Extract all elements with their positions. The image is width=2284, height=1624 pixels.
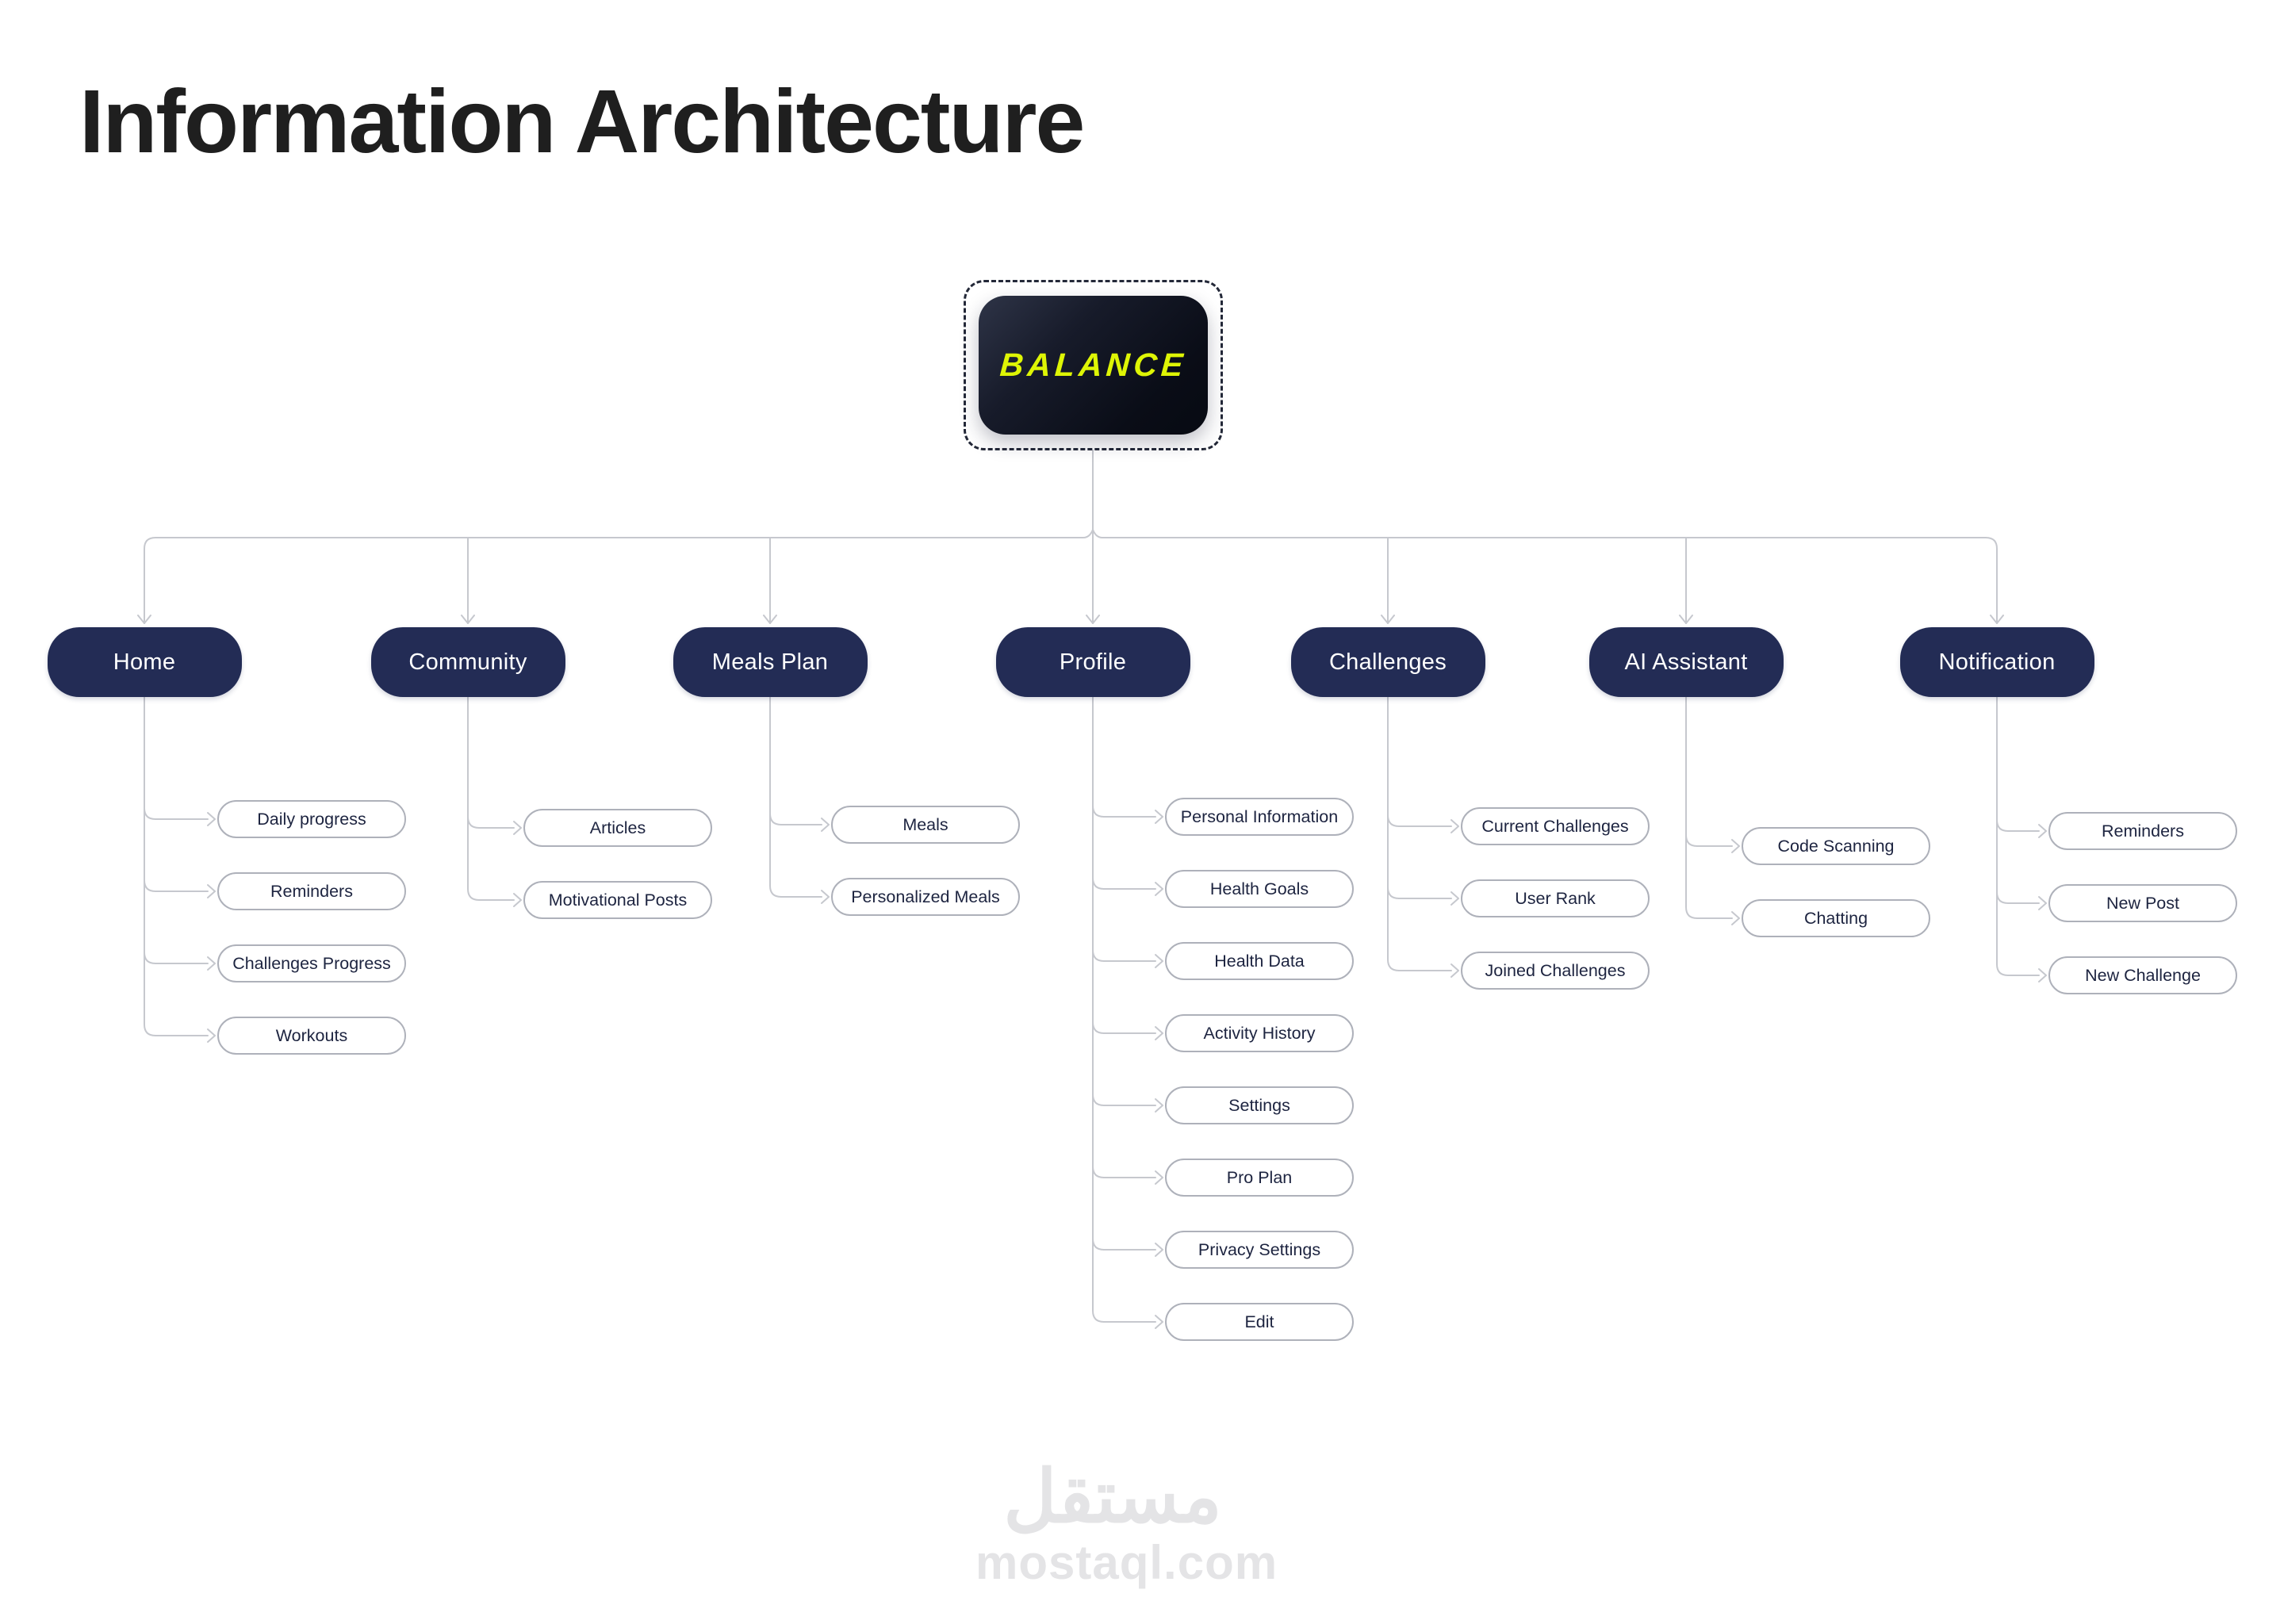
- leaf-node-label: Motivational Posts: [548, 890, 688, 910]
- watermark-domain: mostaql.com: [975, 1536, 1278, 1590]
- leaf-node-notification-new-challenge[interactable]: New Challenge: [2048, 956, 2237, 994]
- leaf-node-challenges-joined-challenges[interactable]: Joined Challenges: [1461, 952, 1650, 990]
- page-title: Information Architecture: [79, 71, 1085, 171]
- nav-node-meals-plan[interactable]: Meals Plan: [673, 627, 868, 697]
- leaf-node-home-reminders[interactable]: Reminders: [217, 872, 406, 910]
- nav-node-community[interactable]: Community: [370, 627, 565, 697]
- watermark-arabic: مستقل: [1003, 1457, 1222, 1538]
- leaf-node-label: Daily progress: [257, 809, 366, 829]
- leaf-node-challenges-user-rank[interactable]: User Rank: [1461, 879, 1650, 917]
- nav-node-label: Profile: [1059, 649, 1127, 675]
- app-logo[interactable]: BALANCE: [979, 296, 1208, 435]
- leaf-node-label: Personal Information: [1180, 806, 1339, 826]
- leaf-node-community-motivational-posts[interactable]: Motivational Posts: [523, 881, 712, 919]
- leaf-node-label: New Challenge: [2085, 965, 2201, 985]
- connector-path: [144, 450, 2040, 1323]
- leaf-node-home-workouts[interactable]: Workouts: [217, 1017, 406, 1055]
- leaf-node-label: Articles: [589, 818, 646, 837]
- leaf-node-label: Activity History: [1203, 1023, 1316, 1043]
- leaf-node-challenges-current-challenges[interactable]: Current Challenges: [1461, 807, 1650, 845]
- leaf-node-label: Workouts: [275, 1025, 348, 1045]
- nav-node-home[interactable]: Home: [47, 627, 242, 697]
- leaf-node-profile-health-data[interactable]: Health Data: [1165, 942, 1354, 980]
- leaf-node-label: Current Challenges: [1481, 816, 1629, 836]
- leaf-node-label: User Rank: [1515, 888, 1596, 908]
- logo-frame: BALANCE: [964, 280, 1223, 450]
- leaf-node-label: Joined Challenges: [1485, 960, 1626, 980]
- nav-node-label: Notification: [1938, 649, 2056, 675]
- leaf-node-label: Meals: [902, 814, 948, 834]
- leaf-node-profile-personal-information[interactable]: Personal Information: [1165, 798, 1354, 836]
- leaf-node-label: Personalized Meals: [851, 887, 1000, 906]
- leaf-node-label: Reminders: [2102, 821, 2184, 841]
- leaf-node-label: Settings: [1228, 1095, 1290, 1115]
- leaf-node-community-articles[interactable]: Articles: [523, 809, 712, 847]
- leaf-node-ai-assistant-code-scanning[interactable]: Code Scanning: [1742, 827, 1930, 865]
- leaf-node-label: Code Scanning: [1777, 836, 1895, 856]
- leaf-node-label: New Post: [2106, 893, 2179, 913]
- nav-node-ai-assistant[interactable]: AI Assistant: [1588, 627, 1784, 697]
- watermark: مستقل mostaql.com: [975, 1457, 1278, 1590]
- leaf-node-notification-new-post[interactable]: New Post: [2048, 884, 2237, 922]
- nav-node-label: Challenges: [1328, 649, 1447, 675]
- leaf-node-label: Edit: [1244, 1312, 1274, 1331]
- leaf-node-profile-settings[interactable]: Settings: [1165, 1086, 1354, 1124]
- leaf-node-profile-activity-history[interactable]: Activity History: [1165, 1014, 1354, 1052]
- app-logo-text: BALANCE: [998, 347, 1188, 383]
- nav-node-label: Community: [408, 649, 527, 675]
- leaf-node-label: Chatting: [1803, 908, 1868, 928]
- leaf-node-label: Challenges Progress: [232, 953, 391, 973]
- nav-node-label: Meals Plan: [711, 649, 829, 675]
- leaf-node-profile-edit[interactable]: Edit: [1165, 1303, 1354, 1341]
- nav-node-profile[interactable]: Profile: [995, 627, 1190, 697]
- leaf-node-label: Health Goals: [1209, 879, 1309, 898]
- leaf-node-meals-plan-meals[interactable]: Meals: [831, 806, 1020, 844]
- leaf-node-notification-reminders[interactable]: Reminders: [2048, 812, 2237, 850]
- leaf-node-profile-pro-plan[interactable]: Pro Plan: [1165, 1159, 1354, 1197]
- leaf-node-home-daily-progress[interactable]: Daily progress: [217, 800, 406, 838]
- leaf-node-home-challenges-progress[interactable]: Challenges Progress: [217, 944, 406, 982]
- leaf-node-label: Privacy Settings: [1198, 1239, 1321, 1259]
- leaf-node-meals-plan-personalized-meals[interactable]: Personalized Meals: [831, 878, 1020, 916]
- nav-node-label: AI Assistant: [1624, 649, 1748, 675]
- nav-node-challenges[interactable]: Challenges: [1290, 627, 1485, 697]
- leaf-node-profile-health-goals[interactable]: Health Goals: [1165, 870, 1354, 908]
- leaf-node-label: Health Data: [1214, 951, 1305, 971]
- nav-node-notification[interactable]: Notification: [1899, 627, 2094, 697]
- leaf-node-label: Pro Plan: [1226, 1167, 1293, 1187]
- connector-path: [137, 615, 2047, 1329]
- leaf-node-ai-assistant-chatting[interactable]: Chatting: [1742, 899, 1930, 937]
- leaf-node-label: Reminders: [270, 881, 353, 901]
- leaf-node-profile-privacy-settings[interactable]: Privacy Settings: [1165, 1231, 1354, 1269]
- nav-node-label: Home: [113, 649, 176, 675]
